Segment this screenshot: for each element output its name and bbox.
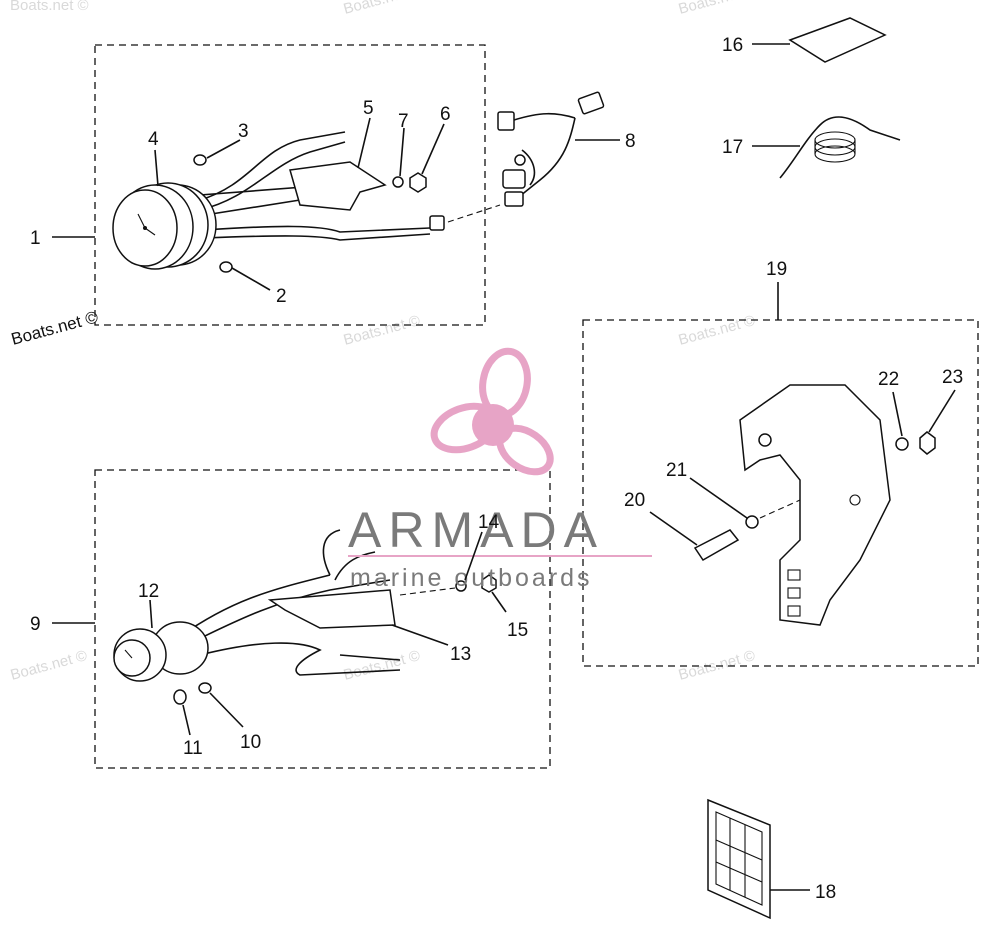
watermark-text: Boats.net © bbox=[677, 312, 757, 349]
callout-10: 10 bbox=[240, 732, 261, 753]
callout-18: 18 bbox=[815, 882, 836, 903]
callout-13: 13 bbox=[450, 644, 471, 665]
callout-9: 9 bbox=[30, 614, 41, 635]
callout-23: 23 bbox=[942, 367, 963, 388]
watermark-text: Boats.net © bbox=[9, 647, 89, 684]
tachometer-assembly-drawing bbox=[112, 131, 501, 273]
callout-21: 21 bbox=[666, 460, 687, 481]
propeller-icon bbox=[472, 404, 514, 446]
trim-meter-assembly-drawing bbox=[113, 529, 497, 705]
group-box-19 bbox=[582, 319, 979, 667]
decal-part-16 bbox=[788, 17, 887, 63]
callout-11: 11 bbox=[183, 738, 203, 759]
credit-watermark: Boats.net © bbox=[9, 307, 100, 349]
callout-2: 2 bbox=[276, 286, 287, 307]
logo-name: ARMADA bbox=[348, 502, 604, 558]
callout-20: 20 bbox=[624, 490, 645, 511]
callout-7: 7 bbox=[398, 111, 409, 132]
coiled-hose-part-17 bbox=[779, 116, 901, 179]
bracket-assembly-drawing bbox=[693, 384, 936, 626]
watermark-text: Boats.net © bbox=[677, 0, 757, 18]
callout-8: 8 bbox=[625, 131, 636, 152]
callout-15: 15 bbox=[507, 620, 528, 641]
armada-logo: ARMADA marine outboards bbox=[348, 347, 652, 592]
callout-6: 6 bbox=[440, 104, 451, 125]
watermark-text: Boats.net © bbox=[342, 0, 422, 18]
watermark-text: Boats.net © bbox=[10, 0, 89, 14]
callout-5: 5 bbox=[363, 98, 374, 119]
logo-tagline: marine outboards bbox=[350, 564, 593, 592]
callout-12: 12 bbox=[138, 581, 159, 602]
callout-labels: 1 2 3 4 5 6 7 8 9 10 11 12 13 14 15 16 1… bbox=[30, 35, 963, 903]
callout-4: 4 bbox=[148, 129, 159, 150]
callout-22: 22 bbox=[878, 369, 899, 390]
group-box-9 bbox=[94, 469, 551, 769]
callout-17: 17 bbox=[722, 137, 743, 158]
watermark-text: Boats.net © bbox=[342, 312, 422, 349]
group-box-1 bbox=[94, 44, 486, 326]
wire-harness-drawing bbox=[497, 91, 605, 207]
callout-14: 14 bbox=[478, 512, 500, 533]
callout-1: 1 bbox=[30, 228, 41, 249]
callout-16: 16 bbox=[722, 35, 743, 56]
watermark-text: Boats.net © bbox=[342, 647, 422, 684]
callout-19: 19 bbox=[766, 259, 787, 280]
callout-3: 3 bbox=[238, 121, 249, 142]
leader-lines bbox=[52, 43, 956, 891]
label-plate-part-18 bbox=[707, 798, 771, 920]
